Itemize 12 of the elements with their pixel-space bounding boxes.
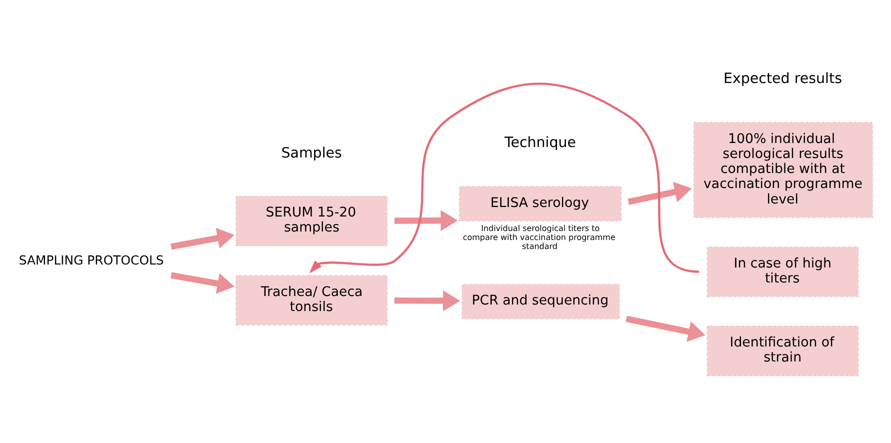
arrow [394, 290, 460, 312]
label: Technique [504, 135, 576, 152]
node-label: Individual serological titers to compare with vaccination programme standard [462, 224, 616, 251]
arrow [170, 228, 234, 250]
arrow [170, 272, 234, 294]
label: Expected results [723, 70, 842, 87]
arrow [628, 182, 692, 205]
arrow [626, 316, 706, 342]
node-text: SAMPLING PROTOCOLS [18, 252, 164, 268]
arrow [394, 210, 458, 231]
label: Samples [281, 146, 342, 162]
arrow [309, 82, 700, 274]
